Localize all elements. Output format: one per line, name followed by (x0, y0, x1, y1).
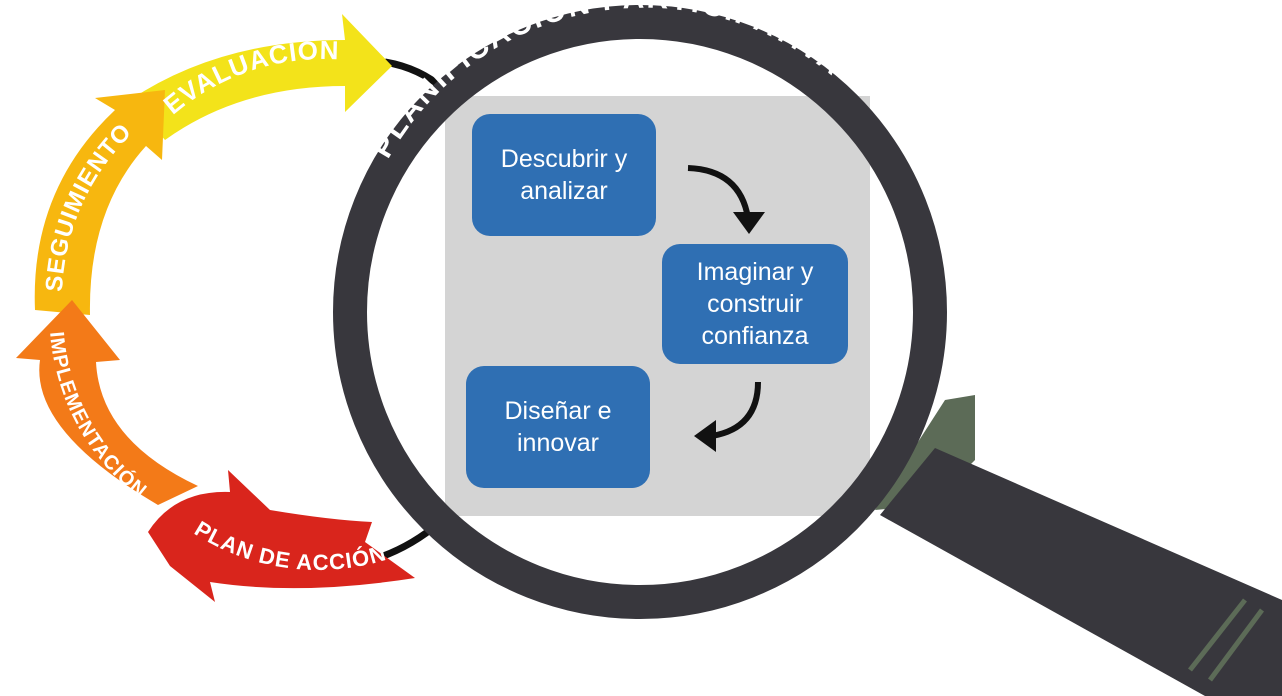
step-imagine-box: Imaginar y construir confianza (662, 244, 848, 364)
step-1-line-2: analizar (520, 177, 608, 205)
magnifier-rim (333, 5, 947, 619)
magnifier-handle (875, 395, 1282, 696)
implementacion-arrow (16, 300, 198, 505)
flow-arrow-1 (687, 165, 751, 219)
step-discover-box: Descubrir y analizar (472, 114, 656, 236)
step-3-line-1: Diseñar e (504, 397, 612, 425)
step-2-line-2: construir (707, 290, 803, 318)
handle-stripe (1207, 608, 1265, 682)
step-design-box: Diseñar e innovar (466, 366, 650, 488)
cycle-arrows (16, 14, 415, 602)
step-1-line-1: Descubrir y (500, 145, 628, 173)
step-2-line-3: confianza (701, 322, 809, 350)
handle-grip (880, 448, 1282, 696)
plan-de-accion-arrow (148, 470, 415, 602)
step-2-line-1: Imaginar y (696, 258, 814, 286)
seguimiento-arrow (34, 90, 165, 315)
flow-arrow-2-head (694, 420, 716, 452)
flow-arrow-2 (711, 381, 761, 439)
evaluacion-arrow (130, 14, 392, 140)
step-3-line-2: innovar (517, 429, 599, 457)
handle-stripe (1188, 598, 1247, 672)
flow-arrow-1-head (733, 212, 765, 234)
